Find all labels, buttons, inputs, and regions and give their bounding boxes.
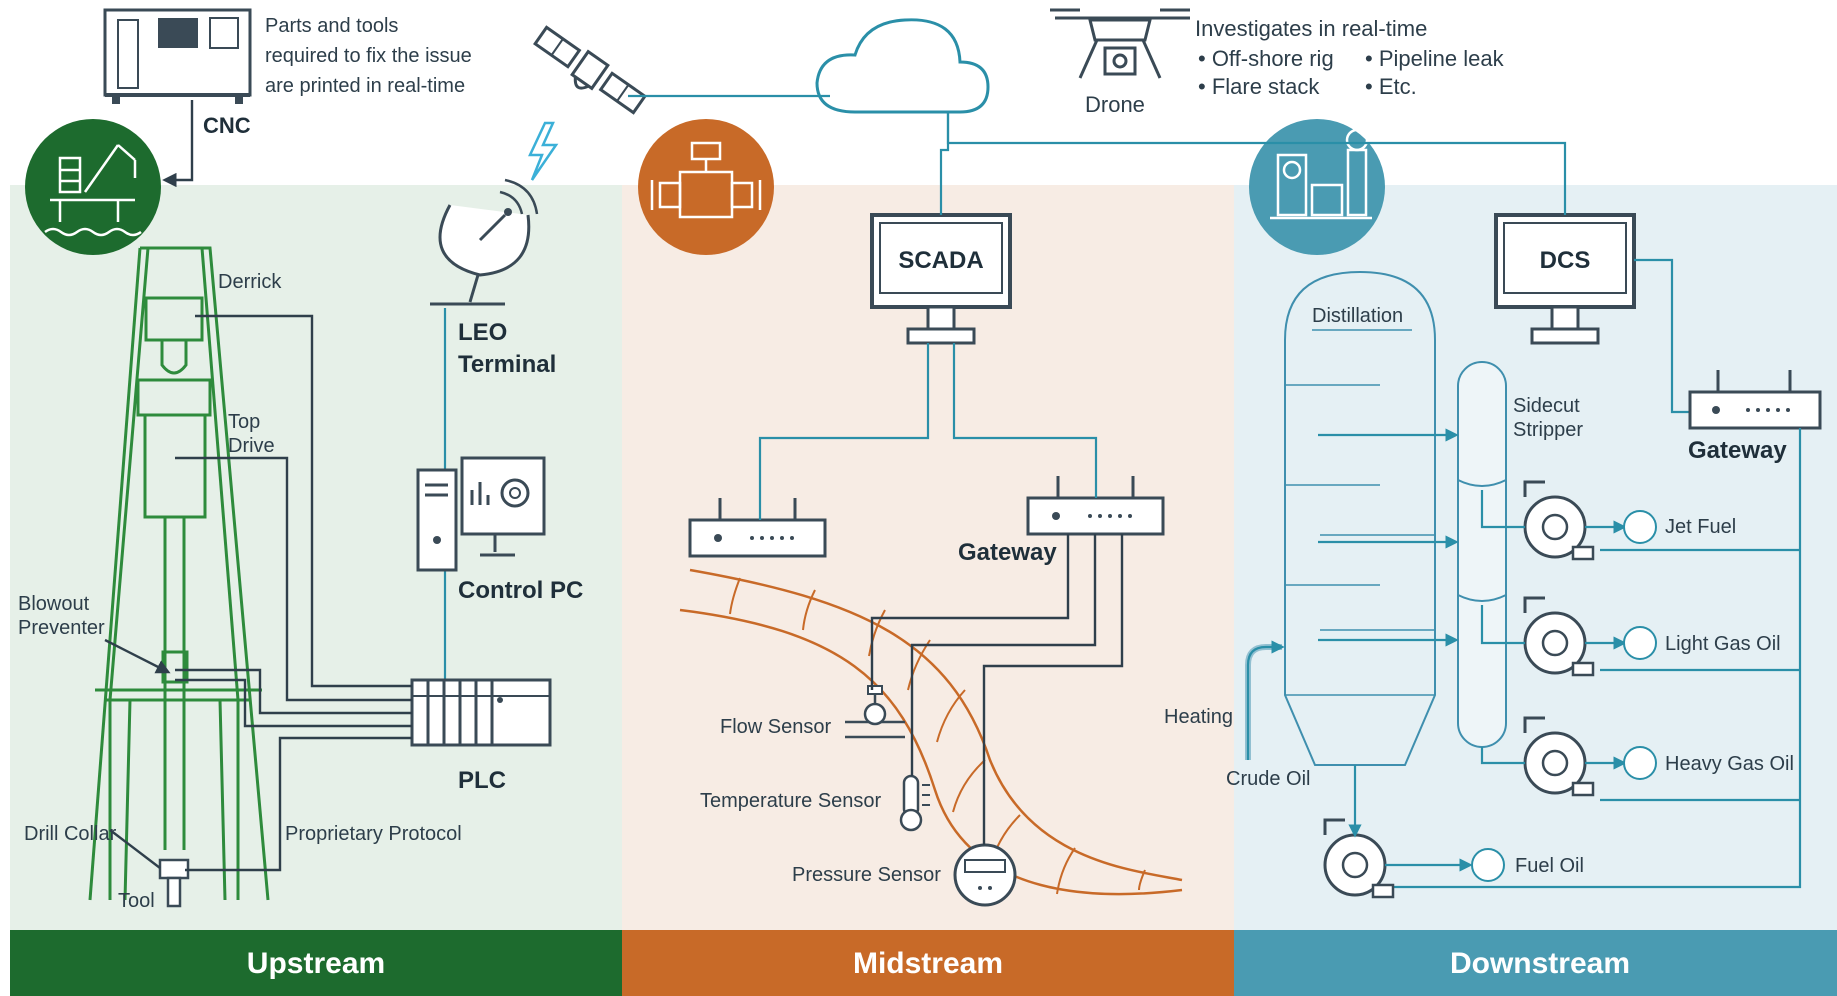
cnc-note-line2: required to fix the issue bbox=[265, 45, 472, 67]
light-gas-oil-output bbox=[1623, 626, 1657, 660]
refinery-icon bbox=[1249, 119, 1385, 255]
blowout-label-line2: Preventer bbox=[18, 617, 105, 639]
satellite-icon bbox=[533, 25, 647, 115]
pressure-sensor-icon bbox=[953, 843, 1017, 907]
derrick-label: Derrick bbox=[218, 271, 282, 293]
drone-note-item-1: • Off-shore rig bbox=[1198, 46, 1334, 71]
pressure-sensor-label: Pressure Sensor bbox=[792, 864, 941, 886]
top-drive-label-line2: Drive bbox=[228, 435, 275, 457]
control-pc-label: Control PC bbox=[458, 577, 583, 604]
cnc-note-line3: are printed in real-time bbox=[265, 75, 465, 97]
leo-terminal-icon bbox=[430, 178, 539, 306]
downstream-gateway-icon bbox=[1688, 370, 1822, 430]
scada-monitor-icon bbox=[870, 213, 1012, 345]
dcs-label: DCS bbox=[1540, 247, 1591, 274]
midstream-label: Midstream bbox=[853, 947, 1003, 980]
upstream-label: Upstream bbox=[247, 947, 385, 980]
downstream-gateway-label: Gateway bbox=[1688, 437, 1787, 464]
light-gas-oil-label: Light Gas Oil bbox=[1665, 633, 1781, 655]
heating-label: Heating bbox=[1164, 706, 1233, 728]
control-pc-icon bbox=[416, 456, 546, 572]
drilling-rig bbox=[88, 246, 270, 908]
pipeline bbox=[679, 568, 1183, 896]
upstream-background bbox=[10, 185, 622, 930]
downstream-label: Downstream bbox=[1450, 947, 1630, 980]
heavy-gas-oil-label: Heavy Gas Oil bbox=[1665, 753, 1794, 775]
router-icon bbox=[688, 498, 827, 558]
crude-oil-label: Crude Oil bbox=[1226, 768, 1310, 790]
top-drive-label-line1: Top bbox=[228, 411, 260, 433]
plc-icon bbox=[410, 678, 552, 747]
temperature-sensor-label: Temperature Sensor bbox=[700, 790, 882, 812]
cnc-machine-icon bbox=[103, 8, 252, 104]
pump-heavy-gas-oil-icon bbox=[1523, 716, 1595, 797]
drone-note-heading: Investigates in real-time bbox=[1195, 16, 1427, 41]
cnc-note-line1: Parts and tools bbox=[265, 15, 398, 37]
tool-label: Tool bbox=[118, 890, 155, 912]
proprietary-protocol-label: Proprietary Protocol bbox=[285, 823, 462, 845]
midstream-gateway-icon bbox=[1026, 476, 1165, 536]
lightning-icon bbox=[528, 121, 559, 181]
sidecut-label-line2: Stripper bbox=[1513, 419, 1583, 441]
drill-collar-label: Drill Collar bbox=[24, 823, 117, 845]
flow-sensor-icon bbox=[845, 685, 905, 739]
midstream-band bbox=[622, 930, 1234, 996]
drone-note-item-3: • Flare stack bbox=[1198, 74, 1320, 99]
pipeline-valve-icon bbox=[638, 119, 774, 255]
leo-label-line2: Terminal bbox=[458, 351, 556, 378]
heavy-gas-oil-output bbox=[1623, 746, 1657, 780]
fuel-oil-output bbox=[1471, 848, 1505, 882]
fuel-oil-label: Fuel Oil bbox=[1515, 855, 1584, 877]
downstream-band bbox=[1234, 930, 1837, 996]
jet-fuel-output bbox=[1623, 510, 1657, 544]
drone-note-item-4: • Etc. bbox=[1365, 74, 1417, 99]
drone-note-item-2: • Pipeline leak bbox=[1365, 46, 1505, 71]
upstream-band bbox=[10, 930, 622, 996]
downstream-background bbox=[1234, 185, 1837, 930]
cloud-icon bbox=[815, 18, 990, 114]
drone-icon bbox=[1050, 8, 1190, 79]
distillation-label: Distillation bbox=[1312, 305, 1403, 327]
plc-label: PLC bbox=[458, 767, 506, 794]
cnc-label: CNC bbox=[203, 113, 251, 138]
sidecut-stripper bbox=[1457, 361, 1507, 748]
sidecut-label-line1: Sidecut bbox=[1513, 395, 1580, 417]
blowout-label-line1: Blowout bbox=[18, 593, 90, 615]
offshore-rig-icon bbox=[25, 119, 161, 255]
midstream-gateway-label: Gateway bbox=[958, 539, 1057, 566]
jet-fuel-label: Jet Fuel bbox=[1665, 516, 1736, 538]
scada-label: SCADA bbox=[898, 247, 983, 274]
flow-sensor-label: Flow Sensor bbox=[720, 716, 831, 738]
drone-label: Drone bbox=[1085, 92, 1145, 117]
leo-label-line1: LEO bbox=[458, 319, 507, 346]
